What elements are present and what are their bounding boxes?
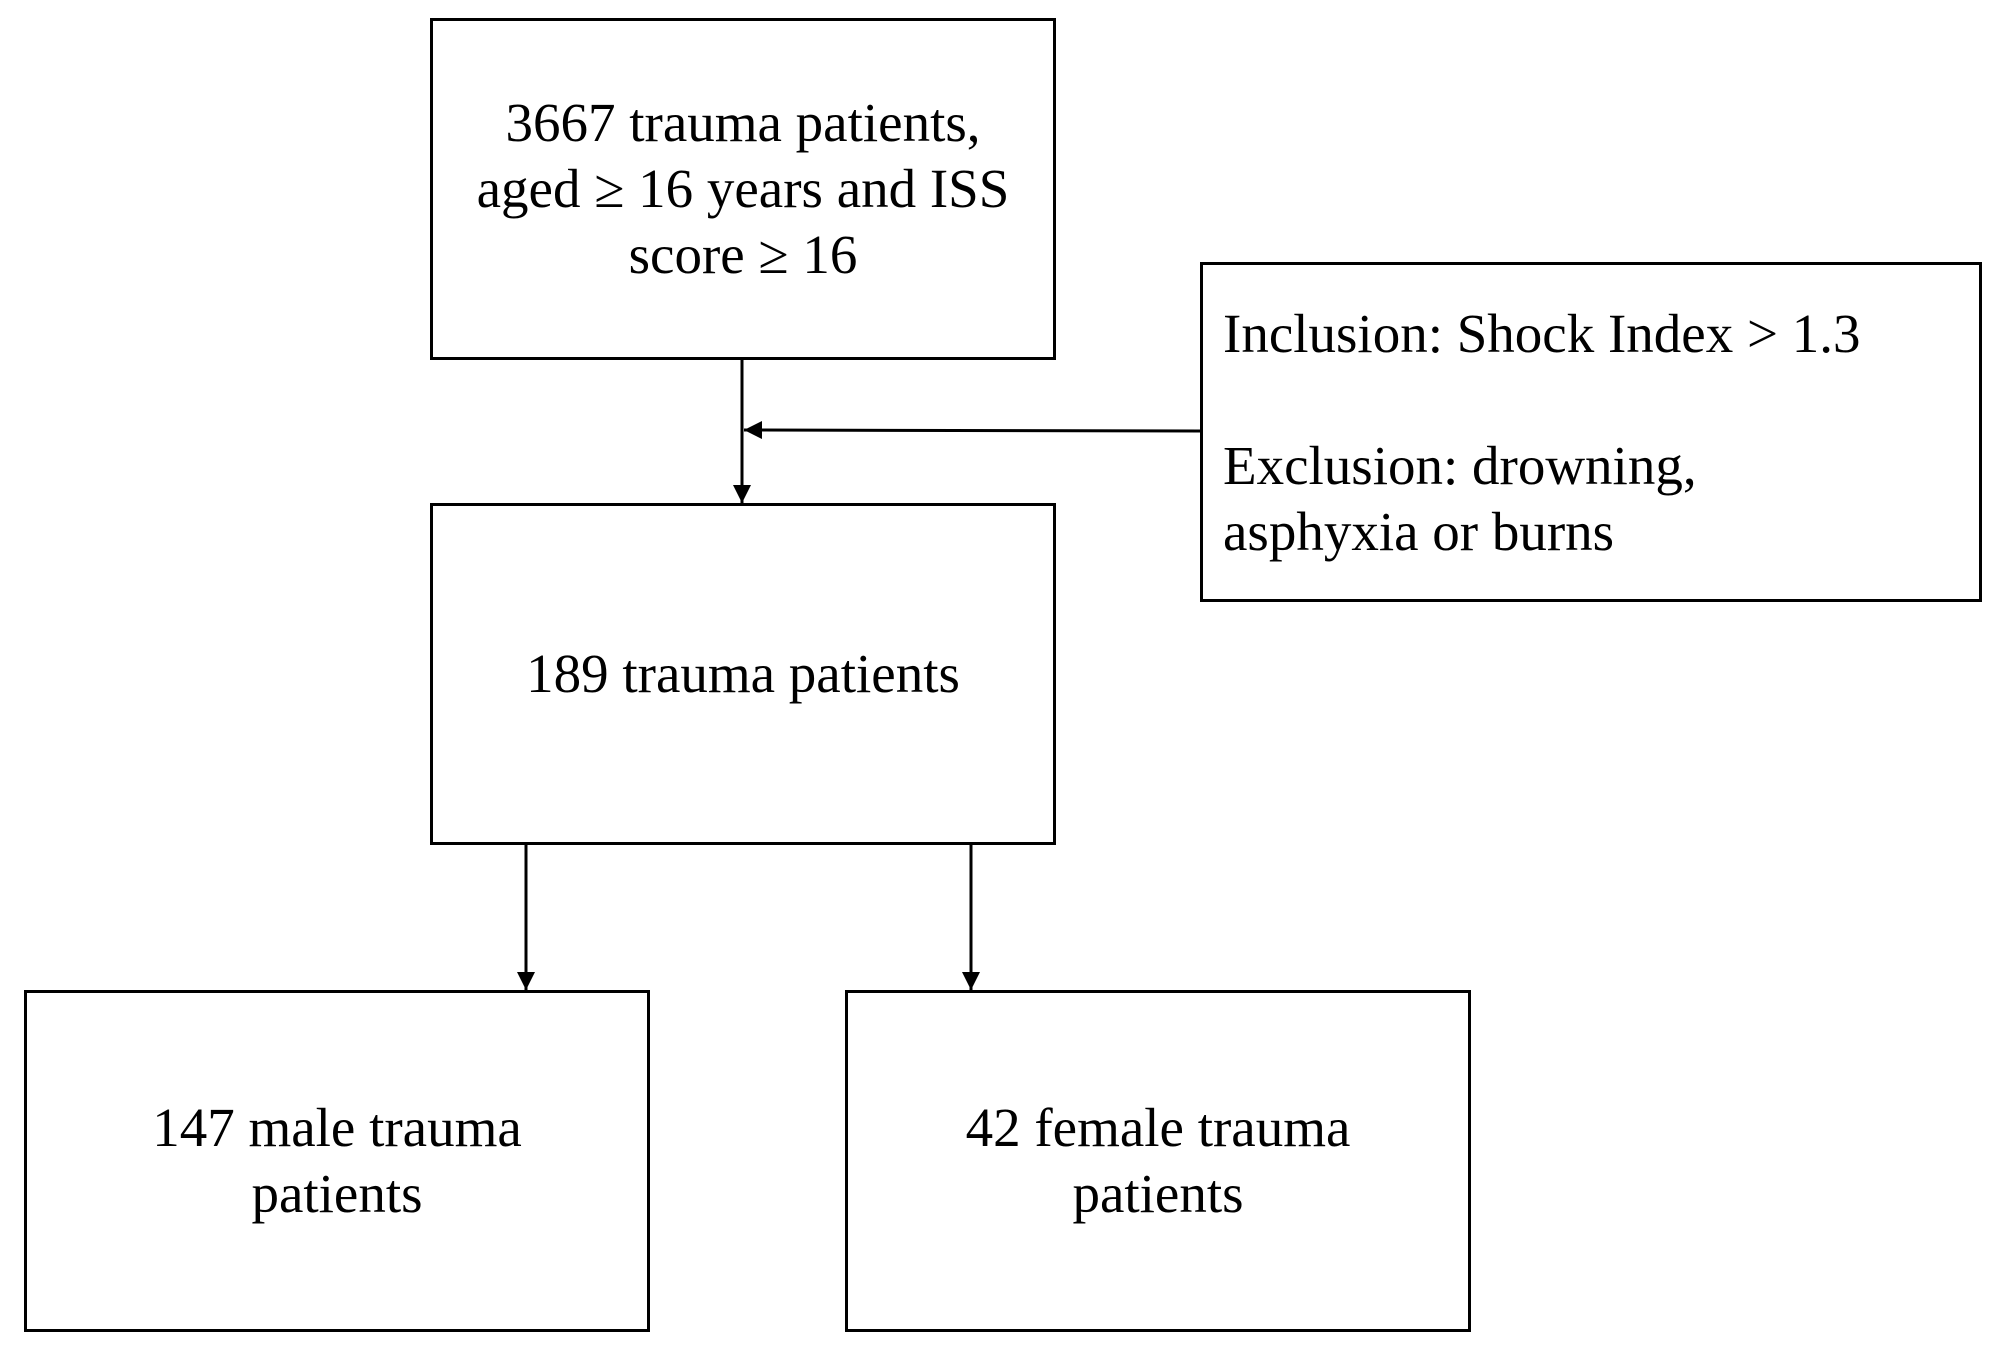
node-included-patients: 189 trauma patients — [430, 503, 1056, 845]
node-all-trauma-patients: 3667 trauma patients, aged ≥ 16 years an… — [430, 18, 1056, 360]
exclusion-criteria-line: asphyxia or burns — [1223, 501, 1615, 562]
node-male-patients: 147 male trauma patients — [24, 990, 650, 1332]
node-text-line: aged ≥ 16 years and ISS — [476, 158, 1010, 219]
node-text-line: 147 male trauma — [152, 1097, 522, 1158]
node-female-patients: 42 female trauma patients — [845, 990, 1471, 1332]
node-female-patients-text: 42 female trauma patients — [966, 1095, 1351, 1227]
node-text-line: 3667 trauma patients, — [505, 92, 981, 153]
criteria-spacer — [1223, 367, 1860, 433]
node-criteria-text: Inclusion: Shock Index > 1.3 Exclusion: … — [1223, 301, 1860, 565]
node-text-line: patients — [1072, 1163, 1244, 1224]
node-text-line: 42 female trauma — [965, 1097, 1351, 1158]
exclusion-criteria-line: Exclusion: drowning, — [1223, 435, 1697, 496]
node-male-patients-text: 147 male trauma patients — [152, 1095, 522, 1227]
node-included-patients-text: 189 trauma patients — [526, 641, 960, 707]
node-text-line: score ≥ 16 — [628, 224, 858, 285]
node-criteria: Inclusion: Shock Index > 1.3 Exclusion: … — [1200, 262, 1982, 602]
node-text-line: 189 trauma patients — [526, 643, 960, 704]
node-text-line: patients — [251, 1163, 423, 1224]
arrow-criteria-to-flow — [743, 421, 1201, 440]
inclusion-criteria: Inclusion: Shock Index > 1.3 — [1223, 303, 1861, 364]
node-all-trauma-patients-text: 3667 trauma patients, aged ≥ 16 years an… — [477, 90, 1010, 288]
